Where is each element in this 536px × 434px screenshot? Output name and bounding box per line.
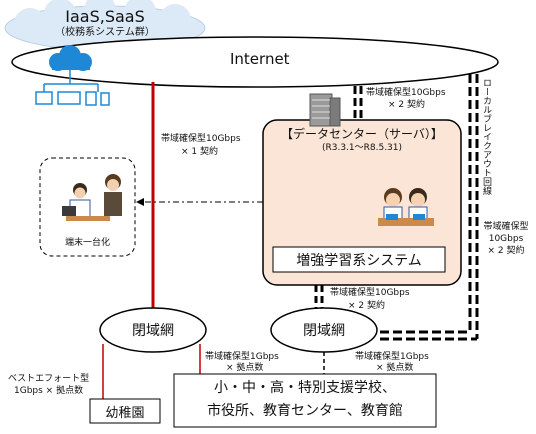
- schools-label-line2: 市役所、教育センター、教育館: [207, 403, 403, 419]
- link-schools-left-line2: × 拠点数: [226, 363, 264, 373]
- datacenter-period: (R3.3.1〜R8.5.31): [321, 143, 403, 153]
- server-icon: [309, 93, 341, 127]
- internet-ellipse: [11, 36, 499, 88]
- link-schools-right-line1: 帯域確保型1Gbps: [355, 352, 429, 362]
- closed-net-right-label: 閉域網: [303, 323, 345, 339]
- datacenter-title: 【データセンター（サーバ）】: [281, 127, 443, 141]
- teacher-student-icon: [62, 174, 122, 221]
- link-dc-closed-right-line1: 帯域確保型10Gbps: [330, 288, 410, 298]
- link-dc-closed-right-line2: × 2 契約: [348, 301, 385, 311]
- local-breakout-vertical-label: ローカルブレイクアウト回線: [481, 78, 491, 195]
- kindergarten-label: 幼稚園: [105, 405, 145, 421]
- link-internet-closed-left-line2: × 1 契約: [181, 147, 218, 157]
- terminal-label: 端末一台化: [64, 238, 110, 248]
- link-internet-dc-line2: × 2 契約: [388, 100, 425, 110]
- schools-label-line1: 小・中・高・特別支援学校、: [214, 380, 396, 396]
- system-box: [272, 246, 446, 273]
- local-breakout-line3: × 2 契約: [487, 246, 525, 256]
- schools-box: [173, 373, 437, 428]
- closed-net-left-label: 閉域網: [132, 323, 174, 339]
- students-icon: [378, 188, 434, 226]
- cloud-devices-icon: [35, 45, 110, 106]
- local-breakout-link: [380, 74, 479, 341]
- kindergarten-box: [89, 398, 161, 424]
- system-label: 増強学習系システム: [296, 252, 422, 269]
- local-breakout-line1: 帯域確保型: [483, 222, 529, 232]
- cloud-shape: [4, 0, 206, 51]
- link-schools-right-line2: × 拠点数: [376, 363, 414, 373]
- link-kinder-line1: ベストエフォート型: [8, 374, 90, 384]
- cloud-subtitle: （校務系システム群）: [55, 27, 155, 38]
- internet-dc-link: [353, 86, 363, 122]
- closed-net-left-ellipse: [99, 307, 207, 353]
- internet-label: Internet: [230, 50, 290, 68]
- cloud-title: IaaS,SaaS: [65, 7, 145, 26]
- link-schools-left-line1: 帯域確保型1Gbps: [205, 352, 279, 362]
- dc-terminal-arrowhead: [136, 198, 144, 206]
- local-breakout-line2: 10Gbps: [488, 234, 524, 244]
- link-kinder-line2: 1Gbps × 拠点数: [14, 386, 84, 396]
- link-internet-dc-line1: 帯域確保型10Gbps: [366, 88, 446, 98]
- link-internet-closed-left-line1: 帯域確保型10Gbps: [161, 134, 241, 144]
